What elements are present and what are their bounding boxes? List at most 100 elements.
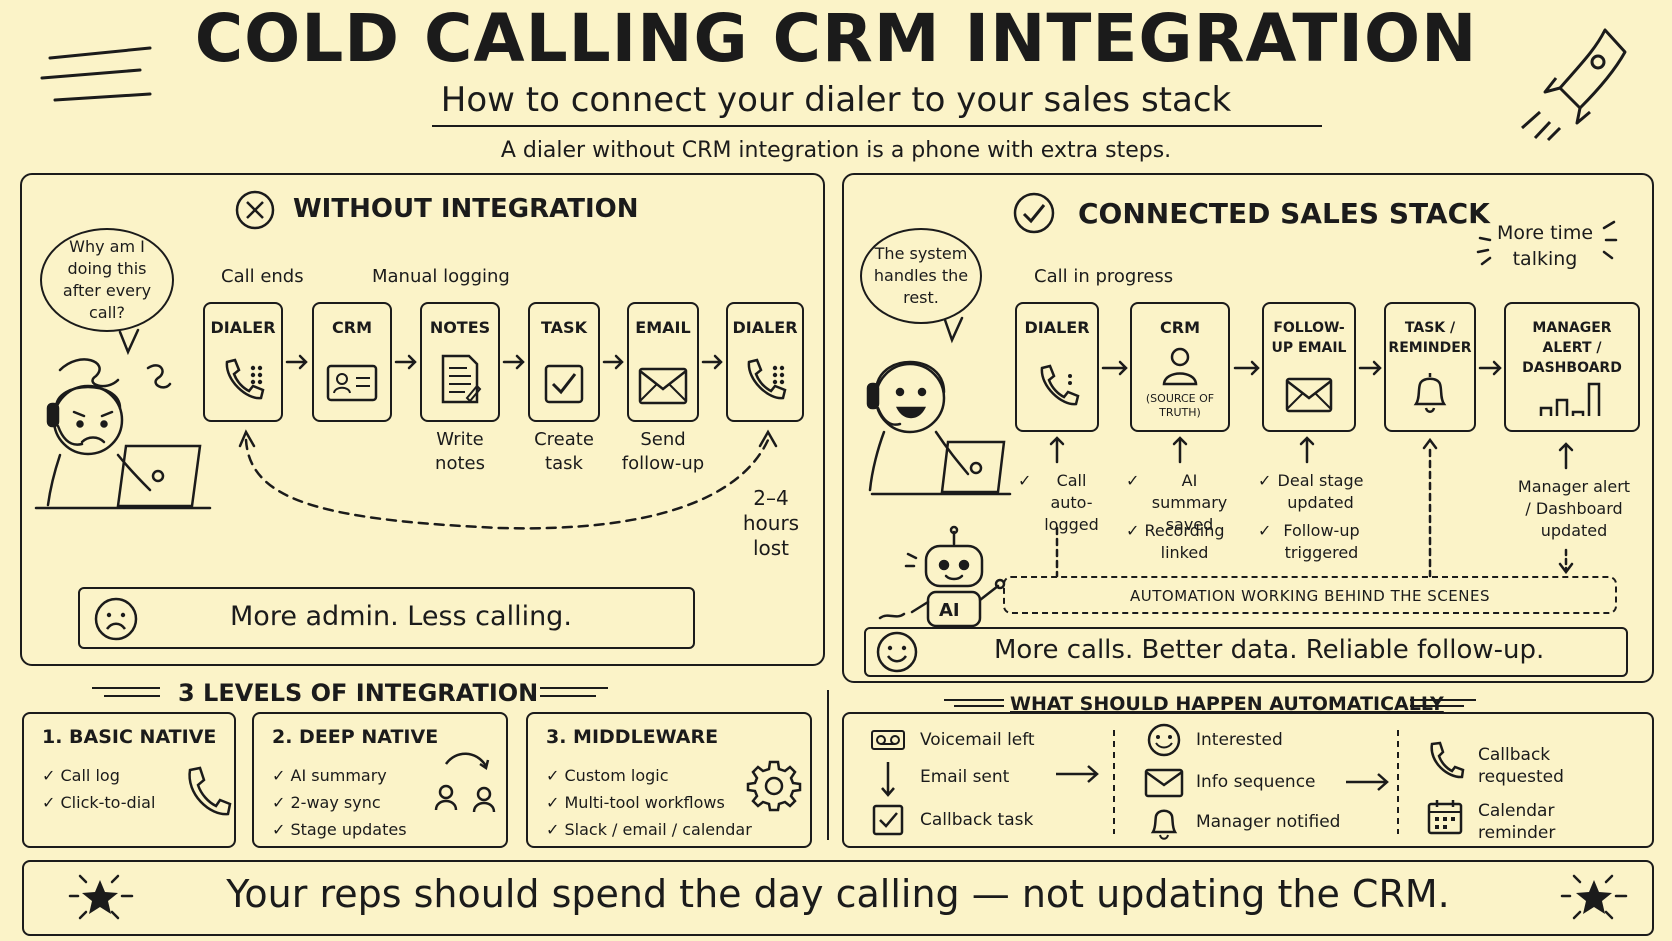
bell-icon	[1150, 809, 1178, 840]
level-point: ✓ Slack / email / calendar	[546, 820, 752, 839]
level-middleware: 3. MIDDLEWARE ✓ Custom logic ✓ Multi-too…	[526, 712, 812, 848]
card-label: TASK	[541, 318, 587, 337]
checkbox-icon	[872, 804, 904, 836]
level-point: ✓ Custom logic	[546, 766, 669, 785]
checkbox-icon	[544, 364, 584, 404]
card-label: DIALER	[1024, 318, 1090, 337]
phone-keypad-icon	[747, 358, 787, 400]
check-text: Call auto-logged	[1044, 471, 1099, 534]
card-label: CRM	[1160, 318, 1200, 337]
frustrated-speech-bubble: Why am I doing this after every call?	[40, 228, 174, 332]
level-point-text: Call log	[60, 766, 120, 785]
check-follow-up-triggered: ✓ Follow-up triggered	[1258, 520, 1367, 564]
check-recording-linked: ✓ Recording linked	[1126, 521, 1225, 562]
smile-icon	[1147, 723, 1181, 757]
card-notes: NOTES	[420, 302, 500, 422]
auto-email-sent: Email sent	[920, 767, 1010, 787]
check-ai-summary: ✓ AI summary saved	[1126, 470, 1235, 536]
card-label: FOLLOW-UP EMAIL	[1271, 320, 1347, 356]
bar-chart-icon	[1539, 382, 1601, 416]
automation-label: AUTOMATION WORKING BEHIND THE SCENES	[1130, 587, 1490, 605]
happy-speech-bubble: The system handles the rest.	[860, 228, 982, 324]
card-label: MANAGER ALERT / DASHBOARD	[1522, 320, 1622, 376]
check-text: Recording linked	[1144, 521, 1225, 562]
bell-icon	[1413, 373, 1447, 413]
voicemail-icon	[871, 730, 905, 750]
card-manager-dashboard: MANAGER ALERT / DASHBOARD	[1504, 302, 1640, 432]
card-crm-connected: CRM (SOURCE OF TRUTH)	[1130, 302, 1230, 432]
without-heading: WITHOUT INTEGRATION	[293, 194, 639, 224]
footer-banner	[22, 860, 1654, 936]
card-label: DIALER	[210, 318, 276, 337]
card-dialer-start: DIALER	[203, 302, 283, 422]
card-dialer-connected: DIALER	[1015, 302, 1099, 432]
gear-icon	[746, 760, 802, 812]
without-summary-box	[78, 587, 695, 649]
card-label: CRM	[332, 318, 372, 337]
auto-interested: Interested	[1196, 730, 1283, 750]
phone-icon	[188, 766, 232, 816]
card-label: EMAIL	[635, 318, 691, 337]
caption-send-follow-up: Send follow-up	[621, 429, 705, 474]
auto-callback-task: Callback task	[920, 810, 1034, 830]
level-point: ✓ Click-to-dial	[42, 793, 156, 812]
auto-callback-requested: Callback requested	[1478, 745, 1564, 787]
sad-face-icon	[94, 597, 138, 641]
manual-logging-label: Manual logging	[372, 266, 510, 287]
caption-write-notes: Write notes	[435, 429, 485, 474]
card-label: TASK / REMINDER	[1388, 320, 1472, 356]
level-point-text: Slack / email / calendar	[564, 820, 752, 839]
card-dialer-end: DIALER	[726, 302, 804, 422]
auto-calendar-reminder: Calendar reminder	[1478, 801, 1556, 843]
connected-summary-text: More calls. Better data. Reliable follow…	[994, 635, 1545, 665]
check-circle-icon	[1013, 192, 1055, 234]
caption-create-task: Create task	[534, 429, 594, 474]
level-deep-native: 2. DEEP NATIVE ✓ AI summary ✓ 2-way sync…	[252, 712, 508, 848]
envelope-icon	[1285, 377, 1333, 413]
level-title: 3. MIDDLEWARE	[546, 726, 719, 748]
two-way-sync-icon	[434, 752, 496, 813]
card-label: DIALER	[732, 318, 798, 337]
auto-panel	[842, 712, 1654, 848]
person-icon	[1162, 347, 1198, 386]
level-point-text: 2-way sync	[290, 793, 381, 812]
check-call-auto-logged: ✓ Call auto-logged	[1018, 470, 1107, 536]
connected-summary-box	[864, 627, 1628, 677]
frustrated-bubble-text: Why am I doing this after every call?	[62, 237, 152, 322]
auto-voicemail-left: Voicemail left	[920, 730, 1035, 750]
crm-source-of-truth: (SOURCE OF TRUTH)	[1145, 392, 1215, 419]
automation-box	[1003, 576, 1617, 614]
x-circle-icon	[235, 190, 275, 230]
contact-card-icon	[326, 364, 378, 402]
without-integration-panel	[20, 173, 825, 666]
level-point-text: AI summary	[290, 766, 387, 785]
check-deal-stage: ✓ Deal stage updated	[1258, 471, 1364, 512]
auto-info-sequence: Info sequence	[1196, 772, 1316, 792]
happy-face-icon	[876, 631, 918, 673]
notes-icon	[441, 354, 482, 404]
right-arrow-icon	[1056, 765, 1099, 783]
level-point-text: Click-to-dial	[60, 793, 156, 812]
level-point-text: Custom logic	[564, 766, 669, 785]
card-crm: CRM	[312, 302, 392, 422]
without-summary-text: More admin. Less calling.	[230, 601, 572, 632]
hours-lost-label: 2–4 hours lost	[742, 486, 800, 560]
page-title: COLD CALLING CRM INTEGRATION	[194, 0, 1478, 77]
auto-heading: WHAT SHOULD HAPPEN AUTOMATICALLY	[1010, 693, 1444, 715]
connected-stack-panel	[842, 173, 1654, 683]
call-ends-label: Call ends	[221, 266, 304, 287]
phone-keypad-icon	[225, 358, 265, 400]
happy-bubble-text: The system handles the rest.	[873, 244, 969, 307]
footer-text: Your reps should spend the day calling —…	[226, 872, 1450, 916]
robot-ai-label: AI	[939, 600, 960, 621]
manager-alert-note: Manager alert / Dashboard updated	[1517, 477, 1631, 540]
check-text: Deal stage updated	[1277, 471, 1364, 512]
level-point-text: Multi-tool workflows	[564, 793, 725, 812]
level-point: ✓ Stage updates	[272, 820, 407, 839]
level-point: ✓ AI summary	[272, 766, 387, 785]
check-text: Follow-up triggered	[1283, 521, 1360, 562]
level-basic-native: 1. BASIC NATIVE ✓ Call log ✓ Click-to-di…	[22, 712, 236, 848]
page-subtitle: How to connect your dialer to your sales…	[440, 80, 1232, 120]
card-task-reminder: TASK / REMINDER	[1384, 302, 1476, 432]
envelope-icon	[1144, 768, 1184, 798]
